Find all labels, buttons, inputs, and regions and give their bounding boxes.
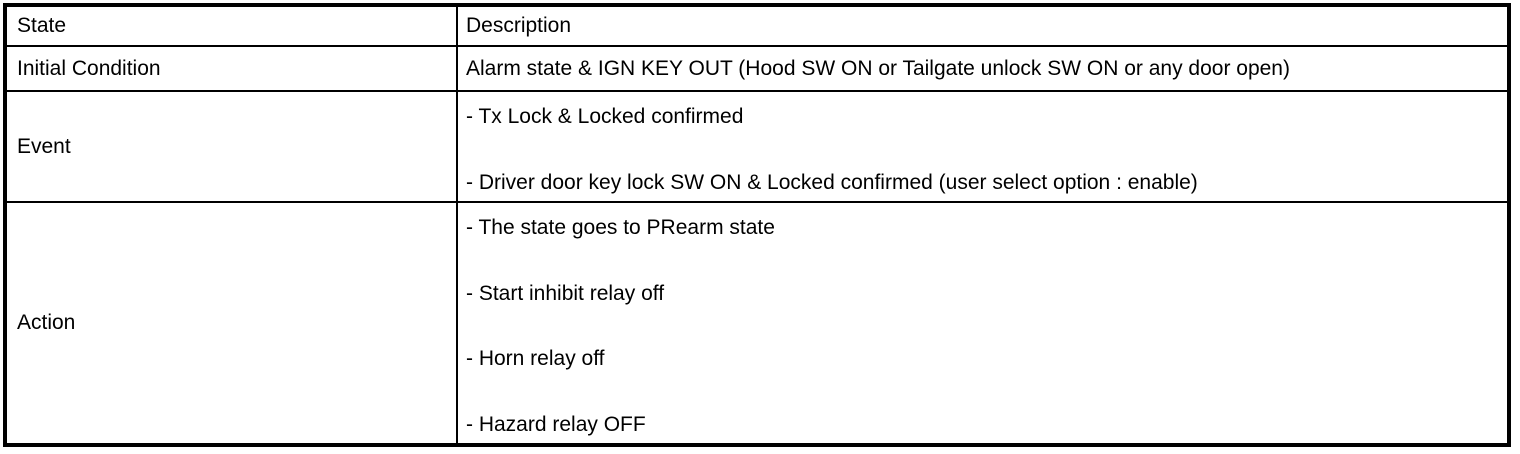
table-row-event: Event - Tx Lock & Locked confirmed - Dri… [7,92,1507,203]
description-bullet-line: - Hazard relay OFF [466,412,646,436]
description-bullet-line: - Start inhibit relay off [466,281,665,305]
state-label: Initial Condition [17,56,161,80]
state-cell-initial-condition: Initial Condition [7,47,458,90]
description-bullet-line: - Tx Lock & Locked confirmed [466,105,744,128]
table-row-initial-condition: Initial Condition Alarm state & IGN KEY … [7,47,1507,92]
state-cell-event: Event [7,92,458,201]
state-description-table: State Description Initial Condition Alar… [3,3,1511,447]
description-cell-action: - The state goes to PRearm state - Start… [458,203,1507,443]
description-cell-initial-condition: Alarm state & IGN KEY OUT (Hood SW ON or… [458,47,1507,90]
table-row-action: Action - The state goes to PRearm state … [7,203,1507,443]
column-header-description: Description [458,7,1507,45]
column-header-state-label: State [17,14,67,37]
description-cell-event: - Tx Lock & Locked confirmed - Driver do… [458,92,1507,201]
description-bullet-line: - Horn relay off [466,347,605,370]
description-text: Alarm state & IGN KEY OUT (Hood SW ON or… [466,56,1290,80]
state-cell-action: Action [7,203,458,443]
table-header-row: State Description [7,7,1507,47]
state-label: Event [17,134,71,158]
state-label: Action [17,311,76,334]
column-header-state: State [7,7,458,45]
description-bullet-line: - The state goes to PRearm state [466,216,775,239]
column-header-description-label: Description [466,14,572,37]
description-bullet-line: - Driver door key lock SW ON & Locked co… [466,170,1198,194]
